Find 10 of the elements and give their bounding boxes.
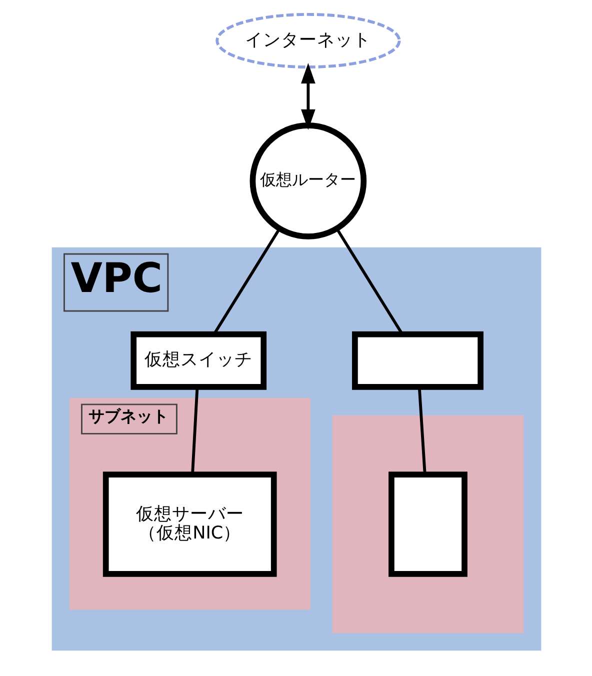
arrow [300,62,315,130]
node-box: 仮想サーバー（仮想NIC） [102,472,276,577]
node-box [388,472,467,577]
node-ellipse: インターネット [215,12,400,68]
connector [417,387,426,475]
node-box: 仮想スイッチ [130,331,266,390]
connector [190,387,198,475]
cluster [332,415,524,634]
node-circle: 仮想ルーター [249,122,366,240]
node-box [352,331,483,390]
